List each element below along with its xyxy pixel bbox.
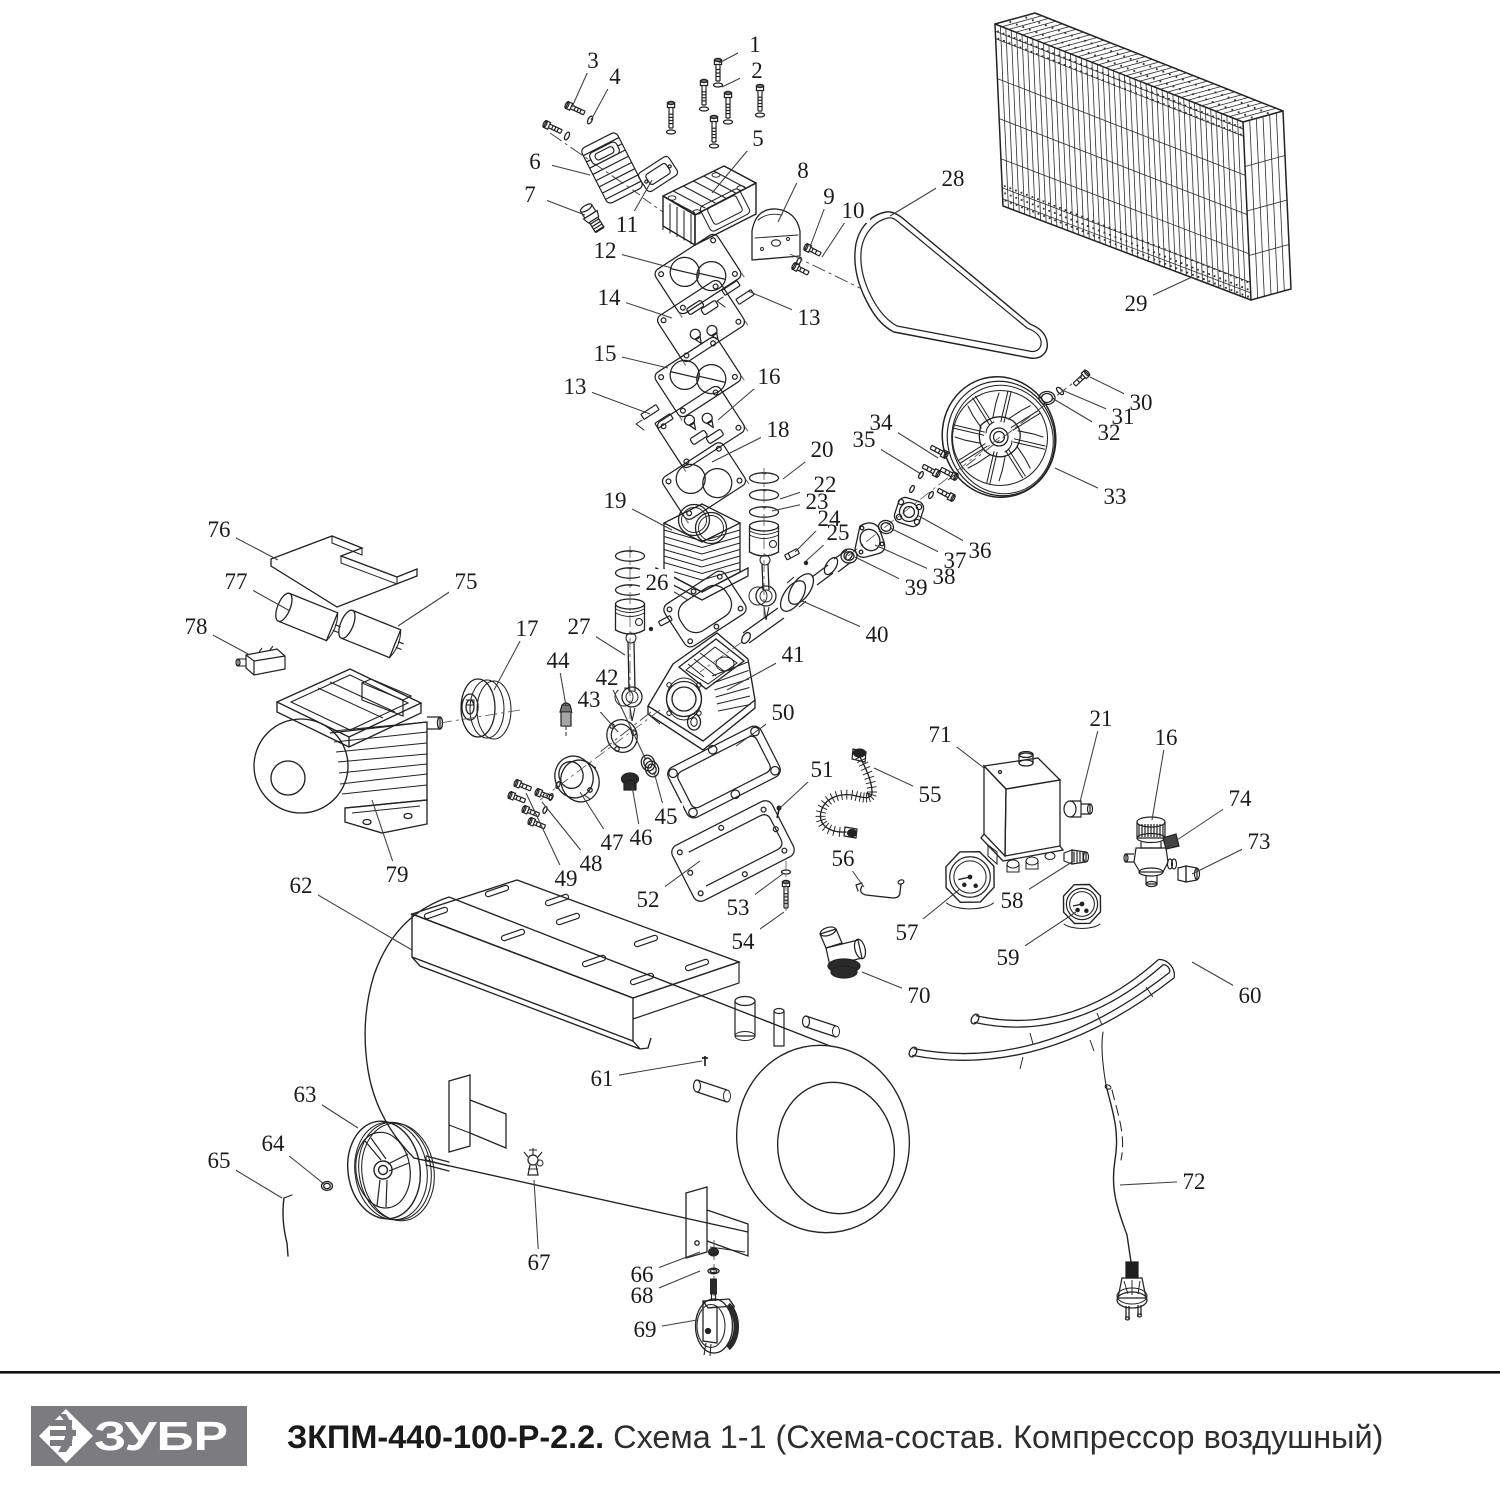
svg-text:11: 11 xyxy=(616,212,638,237)
svg-text:74: 74 xyxy=(1229,786,1253,811)
svg-text:49: 49 xyxy=(555,866,578,891)
svg-text:59: 59 xyxy=(997,945,1020,970)
svg-text:27: 27 xyxy=(568,614,591,639)
svg-text:16: 16 xyxy=(1155,725,1178,750)
svg-text:44: 44 xyxy=(547,648,571,673)
svg-text:13: 13 xyxy=(564,374,587,399)
svg-text:58: 58 xyxy=(1001,888,1024,913)
svg-text:76: 76 xyxy=(208,517,231,542)
svg-text:56: 56 xyxy=(832,846,855,871)
svg-text:2: 2 xyxy=(751,58,763,83)
svg-text:57: 57 xyxy=(896,920,919,945)
svg-text:19: 19 xyxy=(604,488,627,513)
svg-text:28: 28 xyxy=(942,166,965,191)
svg-text:54: 54 xyxy=(732,929,756,954)
svg-text:6: 6 xyxy=(529,149,541,174)
svg-text:53: 53 xyxy=(727,895,750,920)
svg-text:9: 9 xyxy=(823,184,835,209)
svg-text:41: 41 xyxy=(782,642,805,667)
svg-text:62: 62 xyxy=(290,873,313,898)
svg-text:67: 67 xyxy=(528,1250,551,1275)
svg-text:47: 47 xyxy=(601,830,624,855)
svg-text:18: 18 xyxy=(767,417,790,442)
svg-text:21: 21 xyxy=(1090,706,1113,731)
svg-text:46: 46 xyxy=(630,825,653,850)
svg-text:4: 4 xyxy=(609,64,621,89)
svg-text:71: 71 xyxy=(929,722,952,747)
svg-text:5: 5 xyxy=(752,126,764,151)
svg-text:78: 78 xyxy=(185,614,208,639)
svg-text:64: 64 xyxy=(262,1131,286,1156)
svg-text:13: 13 xyxy=(798,305,821,330)
svg-text:32: 32 xyxy=(1098,420,1121,445)
svg-text:60: 60 xyxy=(1239,983,1262,1008)
svg-text:50: 50 xyxy=(772,700,795,725)
svg-text:14: 14 xyxy=(598,285,622,310)
svg-text:69: 69 xyxy=(634,1317,657,1342)
svg-text:16: 16 xyxy=(758,364,781,389)
svg-text:35: 35 xyxy=(853,427,876,452)
svg-text:73: 73 xyxy=(1248,829,1271,854)
svg-text:29: 29 xyxy=(1125,291,1148,316)
svg-text:70: 70 xyxy=(908,983,931,1008)
svg-text:38: 38 xyxy=(933,564,956,589)
svg-text:36: 36 xyxy=(969,538,992,563)
svg-text:33: 33 xyxy=(1104,484,1127,509)
svg-text:68: 68 xyxy=(631,1283,654,1308)
svg-text:63: 63 xyxy=(294,1082,317,1107)
svg-text:61: 61 xyxy=(591,1066,614,1091)
svg-text:3: 3 xyxy=(587,48,599,73)
svg-text:12: 12 xyxy=(594,238,617,263)
svg-text:72: 72 xyxy=(1183,1169,1206,1194)
svg-text:7: 7 xyxy=(524,182,536,207)
svg-text:20: 20 xyxy=(811,437,834,462)
svg-text:45: 45 xyxy=(655,804,678,829)
svg-text:65: 65 xyxy=(208,1148,231,1173)
svg-text:79: 79 xyxy=(386,862,409,887)
svg-text:8: 8 xyxy=(797,158,809,183)
svg-text:52: 52 xyxy=(637,887,660,912)
svg-text:43: 43 xyxy=(578,687,601,712)
svg-text:10: 10 xyxy=(842,198,865,223)
svg-text:ЗКПМ-440-100-Р-2.2. Схема 1-1: ЗКПМ-440-100-Р-2.2. Схема 1-1 (Схема-сос… xyxy=(287,1419,1383,1455)
svg-text:ЗУБР: ЗУБР xyxy=(94,1413,228,1459)
svg-text:26: 26 xyxy=(646,570,669,595)
svg-text:77: 77 xyxy=(225,569,248,594)
svg-text:40: 40 xyxy=(866,622,889,647)
svg-text:1: 1 xyxy=(749,32,761,57)
svg-text:75: 75 xyxy=(455,569,478,594)
svg-text:51: 51 xyxy=(811,757,834,782)
svg-text:48: 48 xyxy=(580,851,603,876)
svg-text:17: 17 xyxy=(516,616,539,641)
svg-text:55: 55 xyxy=(919,782,942,807)
svg-text:15: 15 xyxy=(594,341,617,366)
svg-text:25: 25 xyxy=(827,520,850,545)
svg-text:39: 39 xyxy=(905,575,928,600)
